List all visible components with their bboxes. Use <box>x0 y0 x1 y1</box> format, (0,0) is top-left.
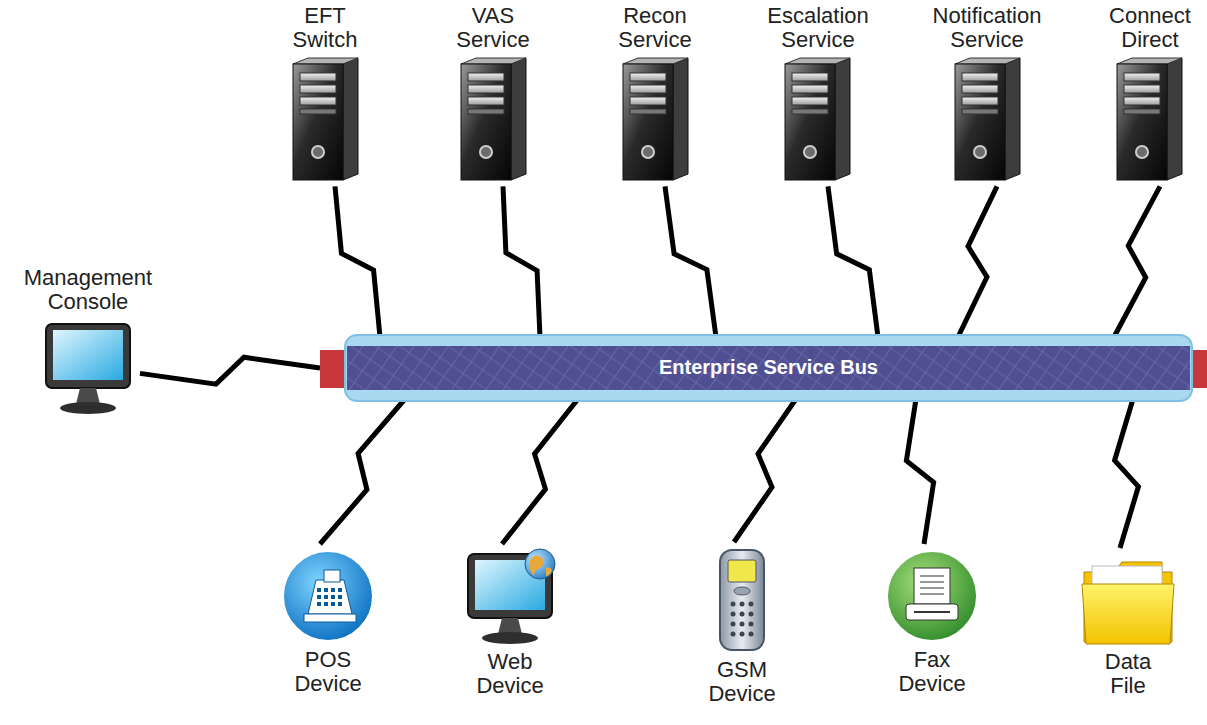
node-label: Management Console <box>24 266 152 314</box>
lightning-link <box>320 399 405 544</box>
node-label: EFT Switch <box>293 4 358 52</box>
device-node: POS Device <box>276 548 380 696</box>
device-node: Escalation Service <box>763 4 873 182</box>
node-label: Fax Device <box>898 648 965 696</box>
server-icon <box>456 56 531 182</box>
node-label: Recon Service <box>618 4 691 52</box>
device-node: GSM Device <box>704 546 779 706</box>
server-icon <box>288 56 363 182</box>
device-node: Management Console <box>20 266 156 416</box>
node-label: VAS Service <box>456 4 529 52</box>
lightning-link <box>335 186 380 337</box>
lightning-link <box>140 357 320 384</box>
bus-label: Enterprise Service Bus <box>347 356 1190 379</box>
lightning-link <box>1114 186 1160 337</box>
server-icon <box>950 56 1025 182</box>
lightning-link <box>906 399 933 544</box>
device-node: Fax Device <box>880 548 984 696</box>
server-icon <box>618 56 693 182</box>
node-label: Escalation Service <box>767 4 869 52</box>
lightning-link <box>1115 399 1139 548</box>
device-node: Web Device <box>456 548 564 698</box>
fax-icon <box>884 548 980 644</box>
node-label: GSM Device <box>708 658 775 706</box>
node-label: POS Device <box>294 648 361 696</box>
device-node: Recon Service <box>614 4 697 182</box>
node-label: Notification Service <box>933 4 1042 52</box>
server-icon <box>1112 56 1187 182</box>
node-label: Web Device <box>476 650 543 698</box>
lightning-link <box>828 186 878 337</box>
server-icon <box>780 56 855 182</box>
lightning-link <box>734 399 796 542</box>
lightning-link <box>502 399 578 544</box>
device-node: EFT Switch <box>284 4 367 182</box>
lightning-link <box>958 186 997 337</box>
node-label: Data File <box>1105 650 1151 698</box>
pos-icon <box>280 548 376 644</box>
web-icon <box>460 548 560 646</box>
lightning-link <box>665 186 716 337</box>
device-node: VAS Service <box>452 4 535 182</box>
device-node: Connect Direct <box>1105 4 1195 182</box>
service-bus-band: Enterprise Service Bus <box>320 333 1207 403</box>
device-node: Notification Service <box>929 4 1046 182</box>
device-node: Data File <box>1074 552 1182 698</box>
gsm-icon <box>716 546 768 654</box>
node-label: Connect Direct <box>1109 4 1191 52</box>
console-icon <box>38 318 138 416</box>
folder-icon <box>1078 552 1178 646</box>
lightning-link <box>503 186 540 337</box>
